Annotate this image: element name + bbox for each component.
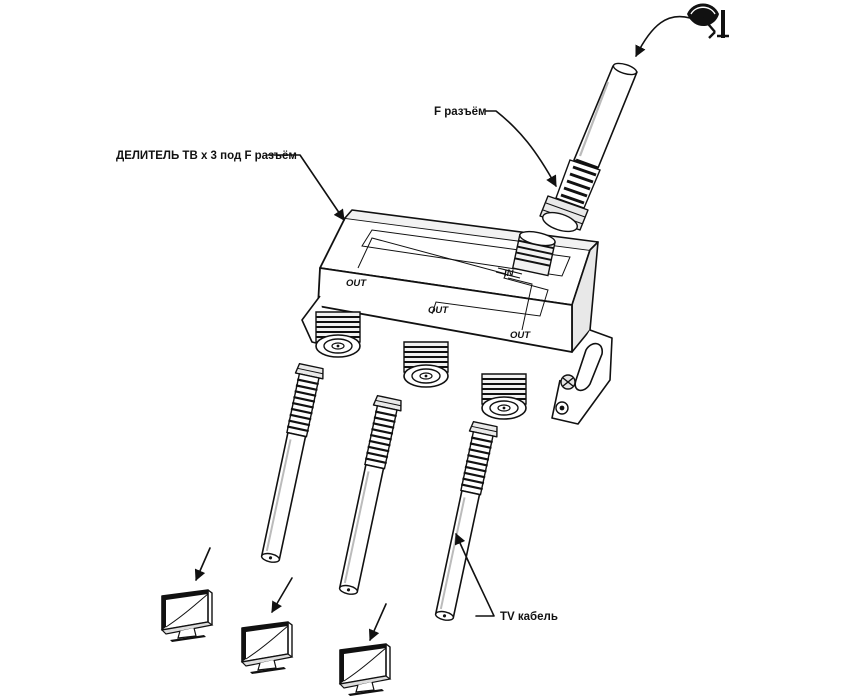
f-connector-callout-line: [485, 110, 557, 187]
tv-arrow-right: [368, 603, 387, 642]
port-label-out-middle: OUT: [428, 305, 449, 316]
output-cable-right: [428, 420, 501, 624]
port-label-in: IN: [504, 268, 515, 279]
output-port-right: [481, 373, 527, 420]
splitter-callout-line: [267, 154, 345, 221]
tv-arrow-left: [194, 547, 211, 582]
input-cable: [539, 62, 638, 233]
input-port: [511, 230, 556, 277]
output-port-left: [315, 311, 361, 358]
satellite-dish-icon: [687, 3, 729, 39]
output-port-middle: [403, 341, 449, 388]
tv-cable-callout-line: [454, 532, 495, 617]
tv-cable-label: TV кабель: [500, 611, 558, 623]
tv-icon: [161, 589, 213, 643]
splitter-label: ДЕЛИТЕЛЬ ТВ х 3 под F разъём: [116, 150, 297, 162]
output-cable-left: [254, 362, 327, 566]
tv-arrow-middle: [271, 577, 293, 613]
tv-icon: [241, 621, 293, 675]
output-cable-middle: [332, 394, 405, 598]
port-label-out-right: OUT: [510, 330, 531, 341]
f-connector-label: F разъём: [434, 106, 487, 118]
satellite-feed-arrow: [635, 15, 691, 58]
tv-icon: [339, 643, 391, 697]
splitter-body: [301, 209, 613, 425]
port-label-out-left: OUT: [346, 278, 367, 289]
